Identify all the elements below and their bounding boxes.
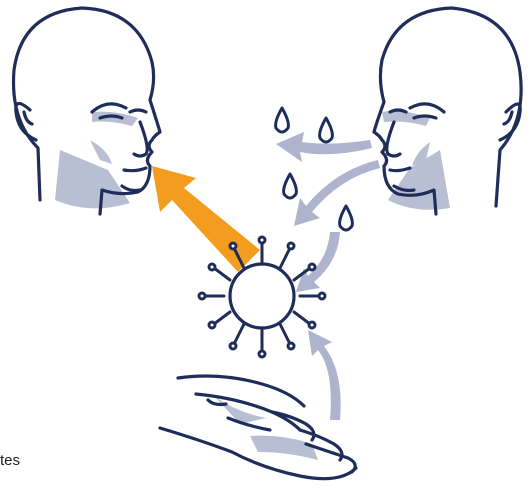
virus-particle-icon (199, 237, 325, 357)
orange-arrow-icon (152, 166, 260, 272)
open-hand-icon (160, 376, 356, 479)
water-droplets-icon (276, 108, 353, 230)
left-head-icon (14, 8, 161, 214)
right-head-icon (374, 8, 521, 214)
caption-text: tes (0, 452, 20, 469)
